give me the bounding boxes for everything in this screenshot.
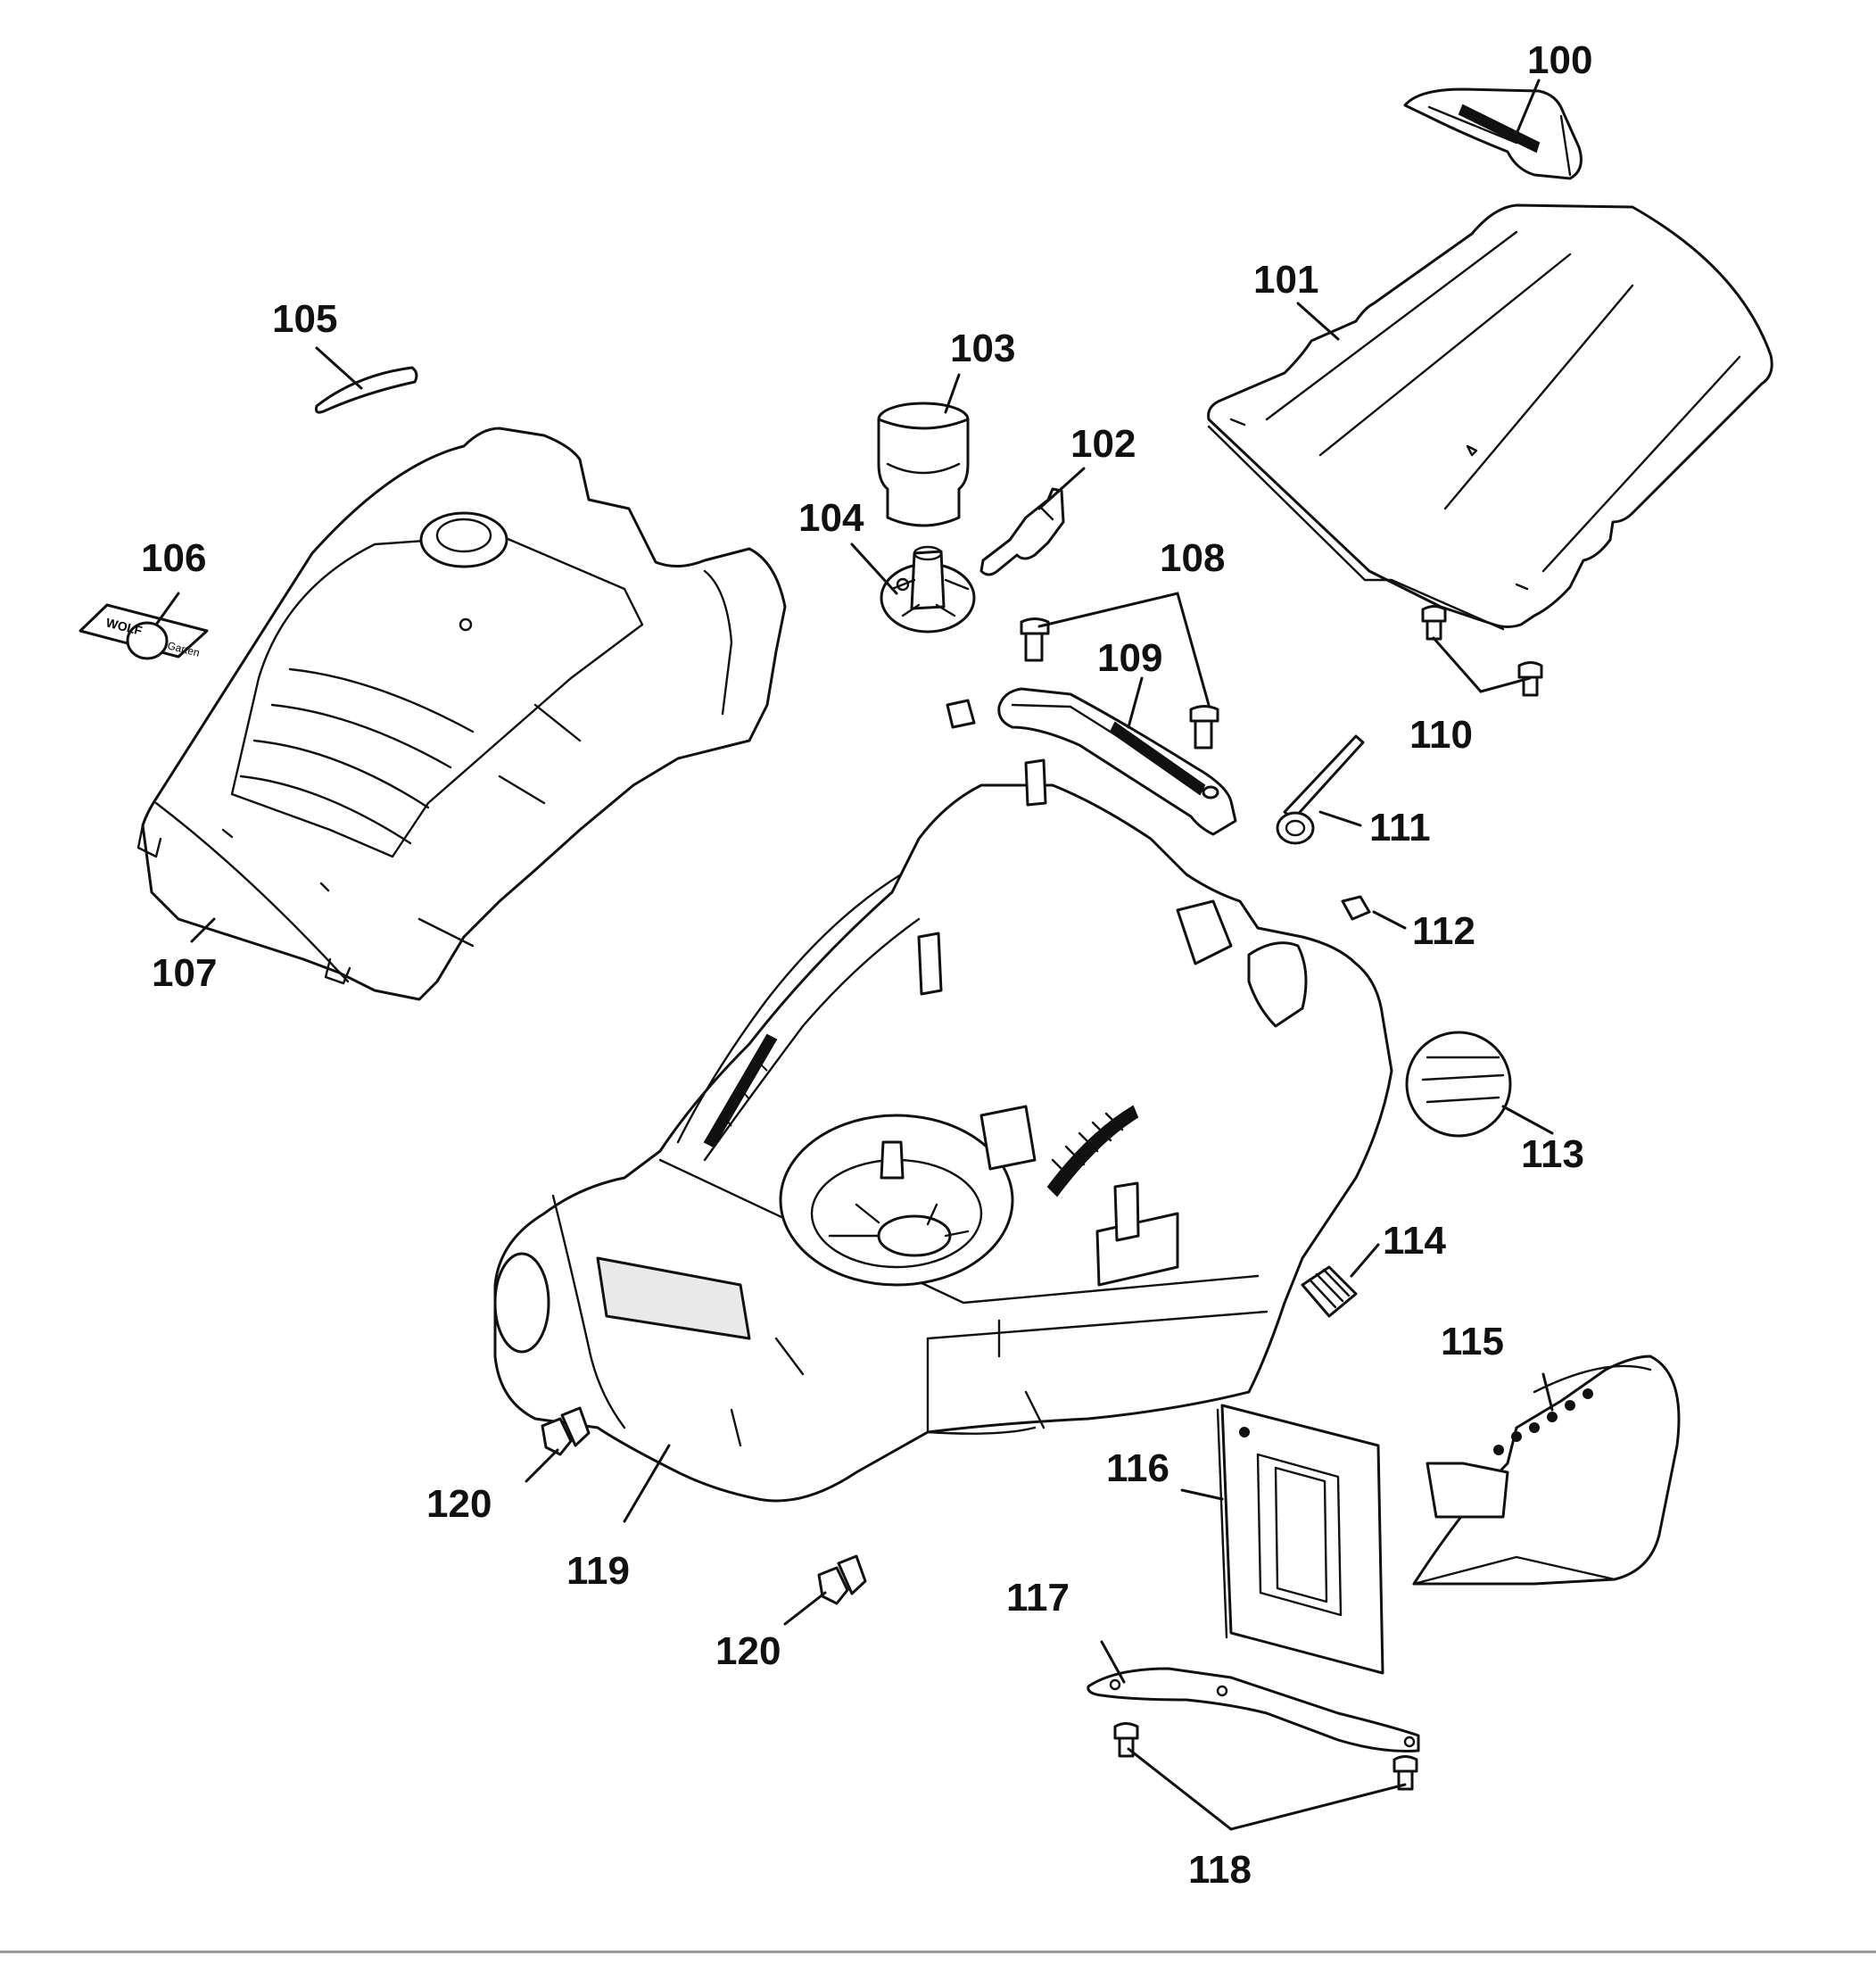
label-117: 117 (1006, 1576, 1070, 1620)
part-107-top-hood (136, 427, 787, 1001)
part-120-clip-b (817, 1554, 867, 1605)
part-115-rear-box (1412, 1355, 1681, 1586)
part-labels: 100 101 102 103 104 105 106 107 108 109 … (141, 38, 1592, 1892)
label-107: 107 (152, 951, 217, 995)
label-103: 103 (950, 327, 1015, 370)
part-110-screws (1421, 605, 1543, 697)
small-square-nut (946, 699, 976, 729)
label-120-a: 120 (426, 1482, 492, 1526)
label-110: 110 (1409, 713, 1473, 757)
label-100: 100 (1527, 38, 1592, 82)
part-114-spring (1301, 1265, 1358, 1318)
label-102: 102 (1070, 422, 1136, 466)
label-109: 109 (1097, 636, 1162, 680)
part-116-door (1216, 1404, 1384, 1675)
part-105-strip (315, 366, 418, 414)
part-108-screws (1020, 617, 1219, 750)
part-112-block (1341, 895, 1371, 921)
label-111: 111 (1369, 806, 1431, 849)
label-105: 105 (272, 297, 337, 341)
part-104-hub (880, 545, 976, 634)
label-112: 112 (1412, 909, 1475, 953)
label-115: 115 (1441, 1320, 1504, 1363)
label-119: 119 (566, 1549, 630, 1593)
part-109-handle-bar (997, 687, 1237, 836)
part-117-rail (1087, 1667, 1420, 1752)
part-103-sleeve (877, 402, 970, 527)
label-104: 104 (798, 496, 864, 540)
label-106: 106 (141, 536, 206, 580)
part-120-clip-a (541, 1406, 591, 1456)
part-119-deck (493, 758, 1393, 1503)
part-101-cover-lid (1207, 203, 1773, 631)
label-118: 118 (1188, 1848, 1252, 1892)
part-118-screws (1113, 1722, 1418, 1791)
label-113: 113 (1521, 1132, 1584, 1176)
label-101: 101 (1253, 258, 1318, 302)
label-114: 114 (1383, 1219, 1447, 1263)
label-120-b: 120 (715, 1629, 781, 1673)
part-102-clip (979, 487, 1065, 576)
part-113-knob (1405, 1031, 1512, 1138)
part-111-spring-lever (1276, 734, 1365, 845)
leader-lines (154, 79, 1554, 1831)
part-100-handle-grip (1403, 87, 1583, 180)
label-116: 116 (1106, 1446, 1169, 1490)
label-108: 108 (1160, 536, 1225, 580)
part-106-badge: WOLF Garten (79, 603, 209, 660)
footer-divider (0, 1951, 1876, 1953)
